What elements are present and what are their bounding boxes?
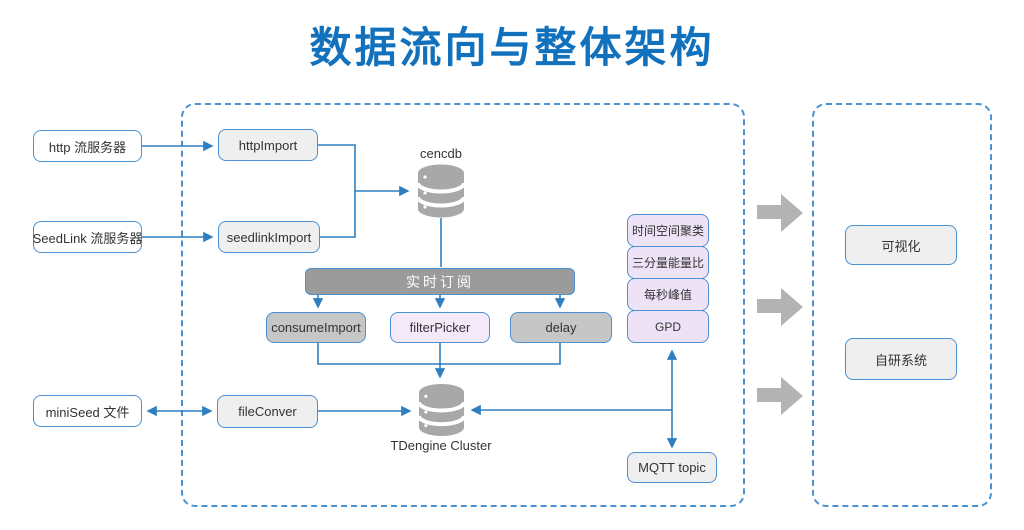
output-container [812, 103, 992, 507]
analysis-stack: 时间空间聚类 三分量能量比 每秒峰值 GPD [627, 214, 709, 343]
cencdb-label: cencdb [420, 146, 462, 161]
http-import-node: httpImport [218, 129, 318, 161]
file-conver-label: fileConver [238, 404, 297, 419]
analysis-gpd-node: GPD [627, 310, 709, 343]
mqtt-topic-label: MQTT topic [638, 460, 706, 475]
analysis-peak-node: 每秒峰值 [627, 278, 709, 311]
mqtt-topic-node: MQTT topic [627, 452, 717, 483]
main-pipeline-container [181, 103, 745, 507]
seedlink-server-node: SeedLink 流服务器 [33, 221, 142, 253]
delay-label: delay [545, 320, 577, 335]
filter-picker-node: filterPicker [390, 312, 490, 343]
visualization-node: 可视化 [845, 225, 957, 265]
http-server-node: http 流服务器 [33, 130, 142, 162]
seedlink-import-node: seedlinkImport [218, 221, 320, 253]
visualization-label: 可视化 [881, 238, 921, 254]
seedlink-server-label: SeedLink 流服务器 [32, 230, 143, 246]
flow-arrow-icon [757, 375, 803, 422]
inhouse-system-label: 自研系统 [874, 352, 927, 368]
analysis-peak-label: 每秒峰值 [643, 288, 692, 302]
tdengine-label: TDengine Cluster [390, 438, 492, 453]
miniseed-file-label: miniSeed 文件 [45, 404, 130, 420]
analysis-gpd-label: GPD [654, 319, 681, 334]
page-title: 数据流向与整体架构 [309, 24, 715, 71]
realtime-subscribe-label: 实时订阅 [406, 273, 474, 290]
inhouse-system-node: 自研系统 [845, 338, 957, 380]
cencdb-database-icon [416, 164, 466, 223]
miniseed-file-node: miniSeed 文件 [33, 395, 142, 427]
flow-arrow-icon [757, 286, 803, 333]
analysis-cluster-label: 时间空间聚类 [631, 224, 704, 238]
file-conver-node: fileConver [217, 395, 318, 428]
http-server-label: http 流服务器 [48, 139, 127, 155]
consume-import-label: consumeImport [271, 320, 361, 335]
analysis-energy-ratio-node: 三分量能量比 [627, 246, 709, 279]
filter-picker-label: filterPicker [409, 320, 471, 335]
flow-arrow-icon [757, 192, 803, 239]
tdengine-database-icon [417, 383, 466, 442]
seedlink-import-label: seedlinkImport [226, 229, 312, 245]
delay-node: delay [510, 312, 612, 343]
realtime-subscribe-bar: 实时订阅 [305, 268, 575, 295]
analysis-cluster-node: 时间空间聚类 [627, 214, 709, 247]
http-import-label: httpImport [238, 137, 298, 153]
consume-import-node: consumeImport [266, 312, 366, 343]
analysis-energy-ratio-label: 三分量能量比 [631, 256, 704, 270]
